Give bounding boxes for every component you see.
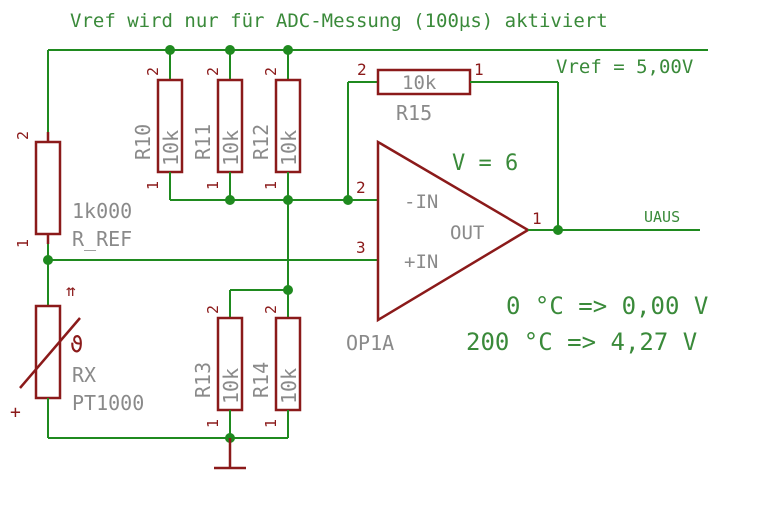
r14-pin-2: 2 (262, 305, 280, 314)
r15-value: 10k (402, 72, 437, 94)
header-note: Vref wird nur für ADC-Messung (100µs) ak… (70, 10, 608, 32)
junction-r11-bottom (225, 195, 235, 205)
junction-rref (43, 255, 53, 265)
r10-pin-2: 2 (144, 67, 162, 76)
r11-pin-2: 2 (204, 67, 222, 76)
opamp-pin-3: 3 (356, 238, 366, 257)
r12-value: 10k (277, 130, 301, 166)
vref-label: Vref = 5,00V (556, 56, 693, 78)
opamp-plus-in-label: +IN (404, 251, 438, 273)
r14-value: 10k (277, 368, 301, 404)
r-ref-value: 1k000 (72, 199, 132, 223)
junction-r10-top (165, 45, 175, 55)
rx-plus-symbol: + (10, 402, 21, 423)
r-ref-name: R_REF (72, 227, 132, 251)
r12-pin-1: 1 (262, 181, 280, 190)
r13-name: R13 (191, 362, 215, 398)
rx-theta-symbol: ϑ (70, 333, 83, 358)
rx-tempco-slash (19, 317, 81, 389)
r10-value: 10k (159, 130, 183, 166)
rx-value: PT1000 (72, 391, 144, 415)
r11-value: 10k (219, 130, 243, 166)
rx-name: RX (72, 363, 96, 387)
r13-value: 10k (219, 368, 243, 404)
rx-heat-arrows: ⇈ (66, 281, 76, 300)
r14-pin-1: 1 (262, 419, 280, 428)
r13-pin-1: 1 (204, 419, 222, 428)
junction-r11-top (225, 45, 235, 55)
temp-line-0: 0 °C => 0,00 V (506, 292, 708, 320)
r-ref-pin-1: 1 (14, 239, 32, 248)
gain-label: V = 6 (452, 151, 518, 176)
r11-pin-1: 1 (204, 181, 222, 190)
resistor-r-ref (34, 140, 62, 236)
resistor-rx (34, 304, 62, 400)
r15-pin-2: 2 (357, 60, 367, 79)
r15-name: R15 (396, 101, 432, 125)
opamp-pin-2: 2 (356, 178, 366, 197)
r11-name: R11 (191, 124, 215, 160)
r12-pin-2: 2 (262, 67, 280, 76)
r15-pin-1: 1 (474, 60, 484, 79)
opamp-name: OP1A (346, 331, 394, 355)
r10-pin-1: 1 (144, 181, 162, 190)
opamp-minus-in-label: -IN (404, 191, 438, 213)
opamp-out-label: OUT (450, 222, 484, 244)
r-ref-pin-2: 2 (14, 131, 32, 140)
r14-name: R14 (249, 362, 273, 398)
opamp-op1a (376, 139, 531, 323)
temp-line-1: 200 °C => 4,27 V (466, 328, 697, 356)
output-label: UAUS (644, 208, 680, 226)
junction-r12-top (283, 45, 293, 55)
r13-pin-2: 2 (204, 305, 222, 314)
r12-name: R12 (249, 124, 273, 160)
junction-output (553, 225, 563, 235)
opamp-pin-1: 1 (532, 209, 542, 228)
r10-name: R10 (131, 124, 155, 160)
